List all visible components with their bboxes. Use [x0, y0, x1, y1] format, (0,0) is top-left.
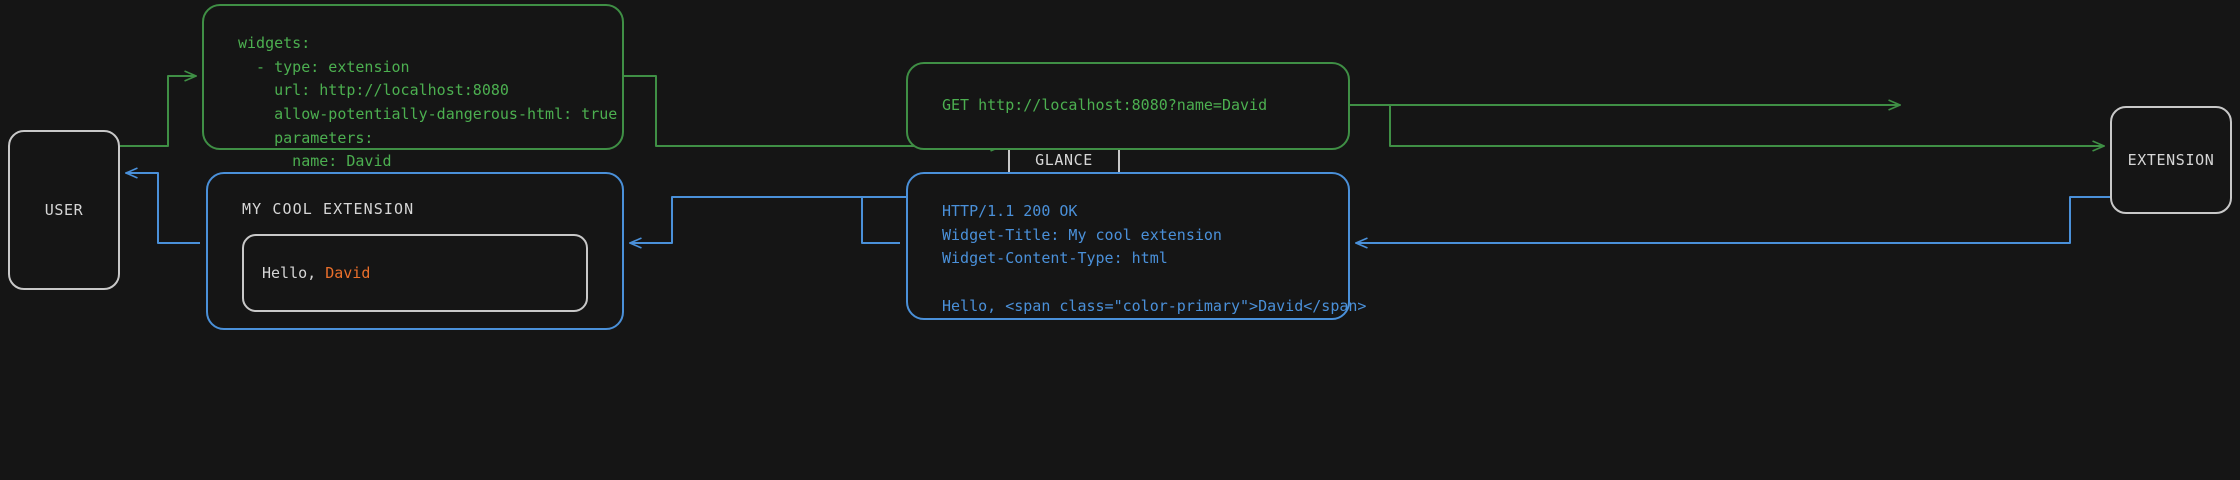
node-user[interactable]: USER	[8, 130, 120, 290]
rendered-widget-body: Hello, David	[242, 234, 588, 312]
node-extension-label: EXTENSION	[2127, 151, 2215, 169]
panel-http-request: GET http://localhost:8080?name=David	[906, 62, 1350, 150]
http-request-text: GET http://localhost:8080?name=David	[942, 96, 1268, 115]
rendered-widget-greeting: Hello,	[262, 264, 326, 282]
rendered-widget-name: David	[325, 264, 371, 282]
rendered-widget-title: MY COOL EXTENSION	[242, 200, 415, 218]
http-response-text: HTTP/1.1 200 OK Widget-Title: My cool ex…	[942, 202, 1367, 315]
panel-http-response: HTTP/1.1 200 OK Widget-Title: My cool ex…	[906, 172, 1367, 320]
panel-rendered-widget: MY COOL EXTENSION Hello, David	[206, 172, 624, 330]
node-extension[interactable]: EXTENSION	[2110, 106, 2232, 214]
yaml-config-text: widgets: - type: extension url: http://l…	[238, 34, 618, 171]
node-user-label: USER	[44, 201, 84, 219]
node-glance-label: GLANCE	[1035, 151, 1093, 169]
panel-yaml-config: widgets: - type: extension url: http://l…	[202, 4, 624, 170]
